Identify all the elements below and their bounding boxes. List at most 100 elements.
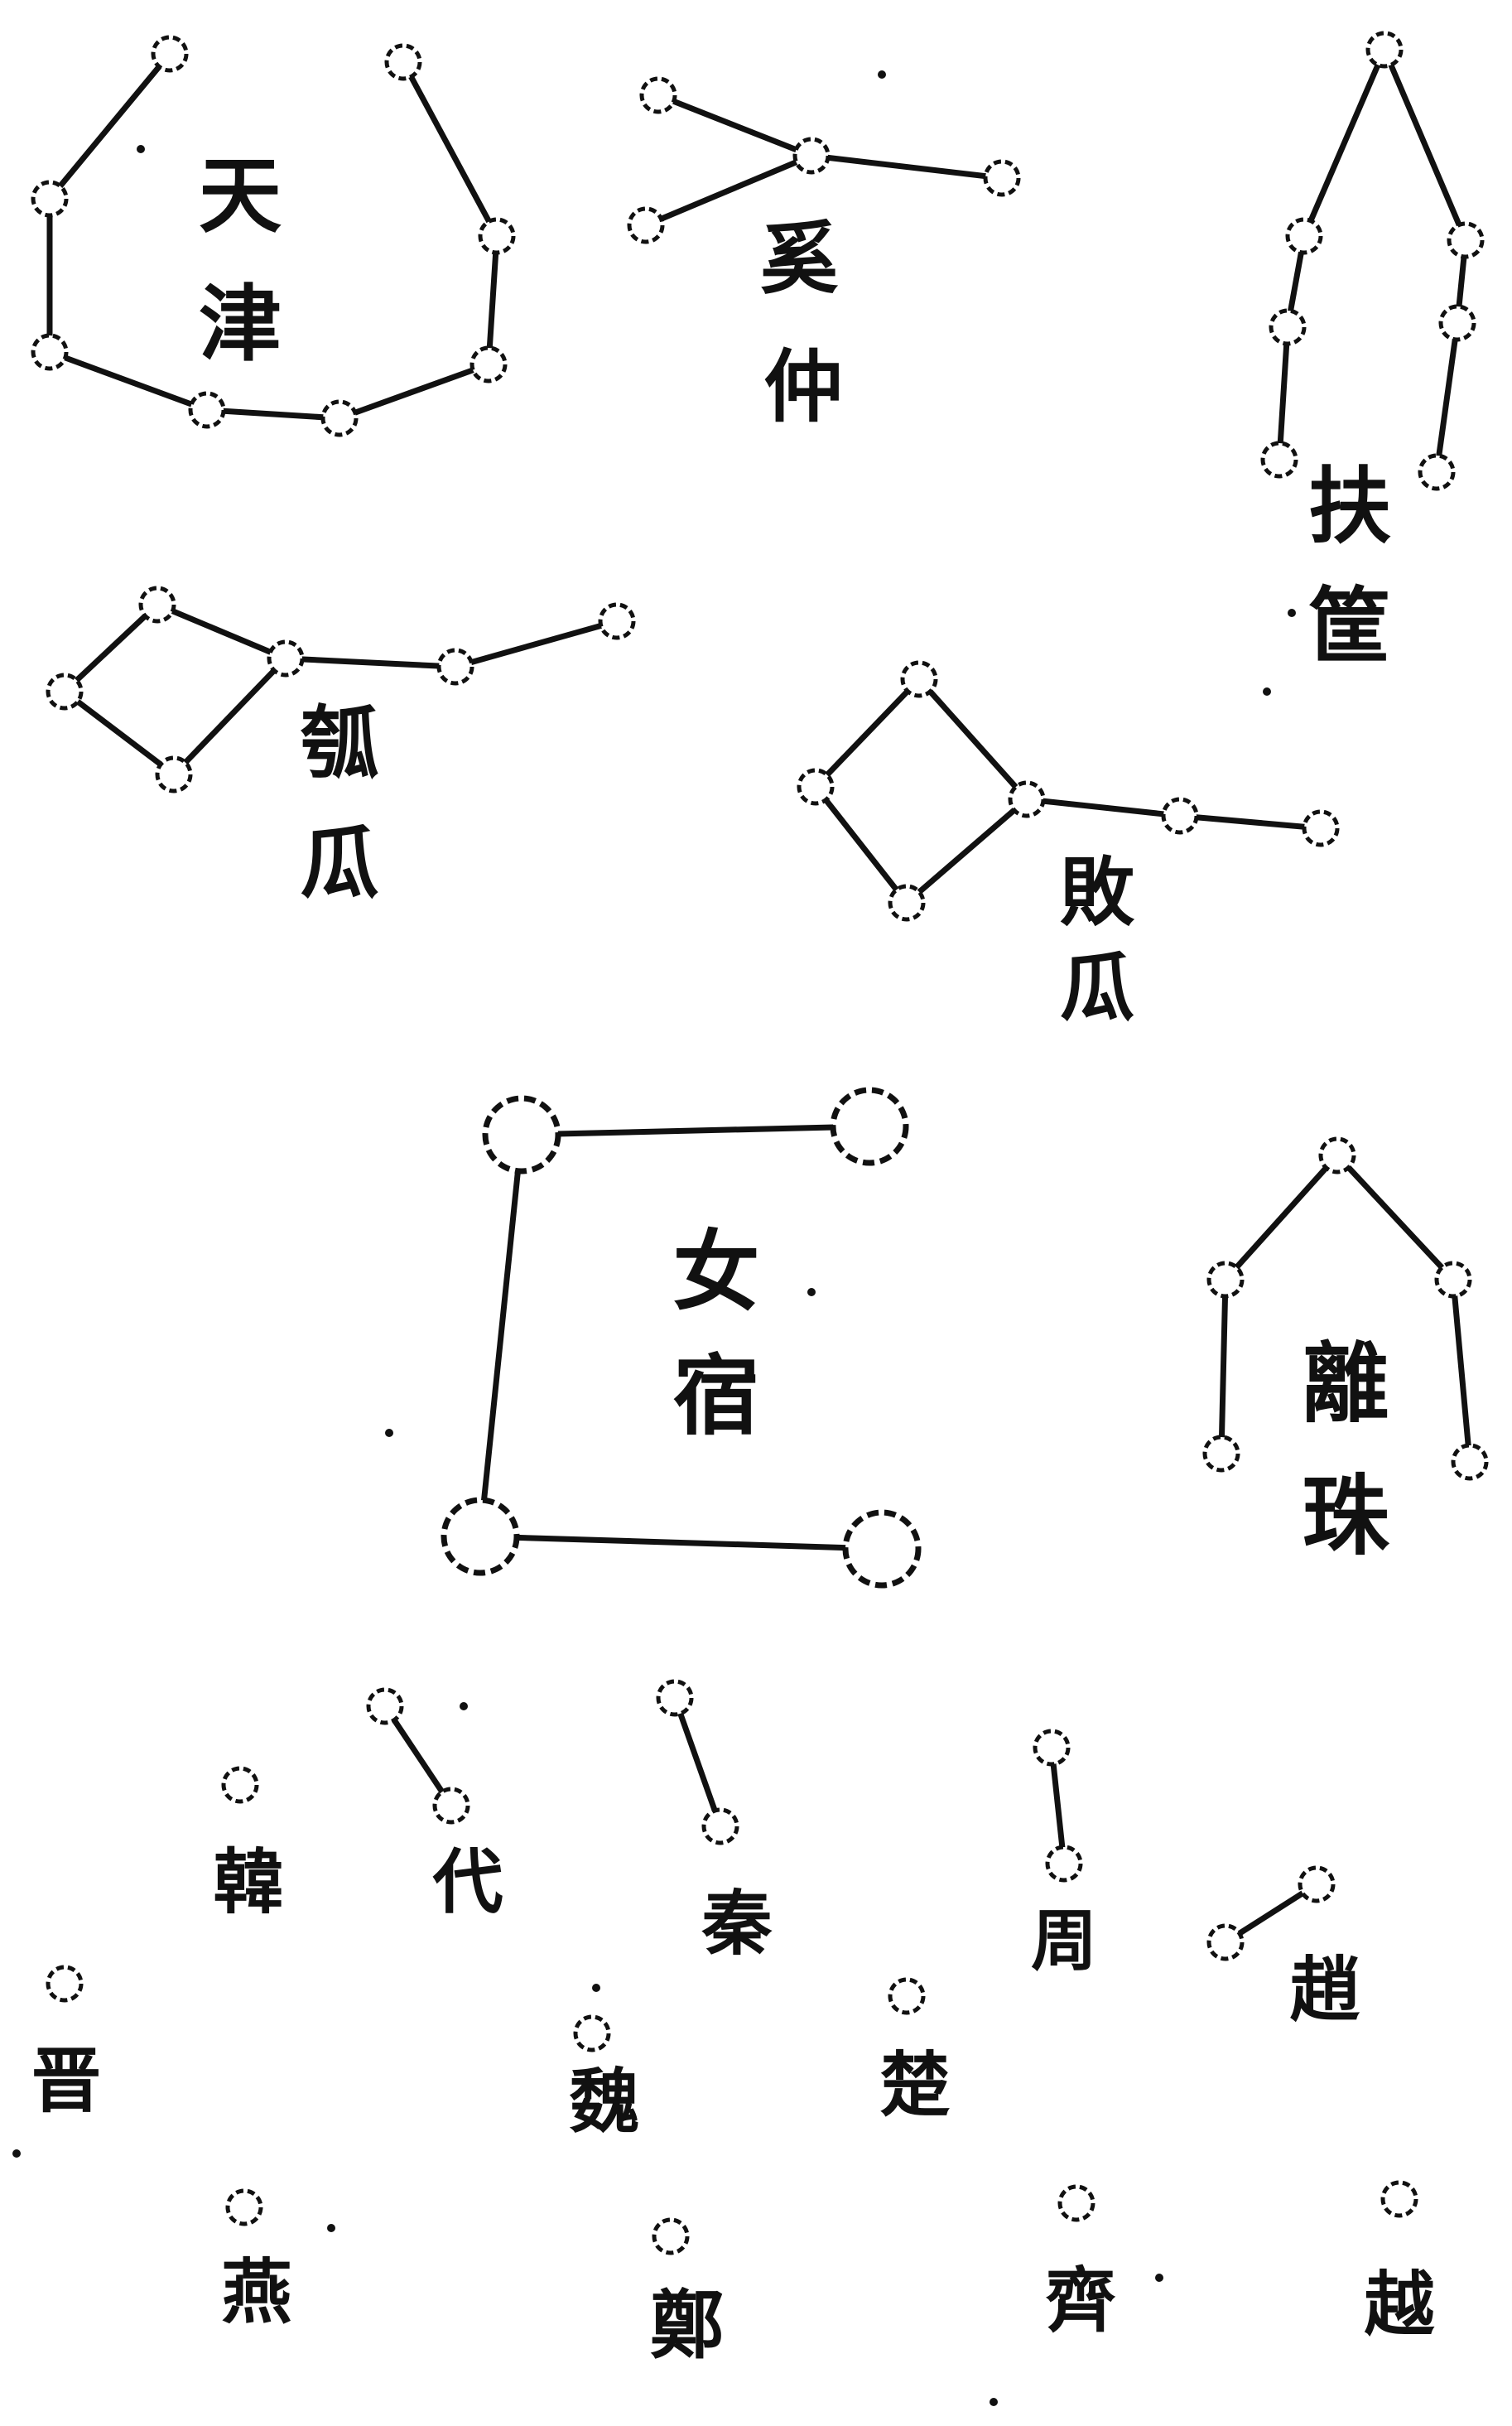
- tianjin-link-4: [204, 407, 343, 422]
- baibai-label-char-0: 敗: [1060, 849, 1135, 937]
- tianjin-star-3: [478, 217, 516, 255]
- zheng-star-0: [652, 2217, 690, 2255]
- constellation-nvsu: 女宿: [441, 1087, 922, 1589]
- constellation-bagua: 瓠瓜: [46, 586, 636, 909]
- baibai-star-2: [888, 884, 926, 922]
- qi-label-char-0: 齊: [1045, 2260, 1115, 2342]
- baibai-star-1: [797, 768, 835, 806]
- fukuang-star-3: [1418, 453, 1456, 491]
- lizhu-star-2: [1451, 1443, 1489, 1481]
- fukuang-link-2: [1433, 320, 1461, 475]
- zhou-star-1: [1045, 1845, 1083, 1883]
- constellation-zhou: 周: [1031, 1729, 1097, 1980]
- lizhu-star-4: [1202, 1435, 1240, 1473]
- tianjin-star-6: [188, 391, 226, 429]
- nvsu-star-2: [842, 1509, 922, 1589]
- baibai-link-5: [1177, 813, 1324, 832]
- constellation-fukuang: 扶筐: [1260, 31, 1485, 675]
- baibai-link-4: [1023, 796, 1183, 819]
- tianjin-star-1: [151, 35, 189, 73]
- zhao-label-char-0: 趙: [1289, 1949, 1360, 2032]
- yan-label-char-0: 燕: [221, 2251, 291, 2334]
- xizhong-star-1: [792, 137, 831, 175]
- zhao-star-1: [1206, 1923, 1245, 1961]
- constellation-tianjin: 天津: [31, 35, 516, 437]
- fukuang-star-1: [1447, 221, 1485, 259]
- fukuang-label-char-0: 扶: [1308, 457, 1391, 555]
- baibai-link-1: [812, 784, 910, 906]
- bagua-star-1: [138, 586, 176, 624]
- yue-star-0: [1380, 2180, 1418, 2218]
- ink-speck-7: [592, 1984, 600, 1992]
- nvsu-star-0: [482, 1095, 561, 1174]
- bagua-link-2: [282, 655, 459, 670]
- baibai-label-char-1: 瓜: [1060, 944, 1134, 1032]
- constellation-lizhu: 離珠: [1202, 1136, 1489, 1567]
- fukuang-link-5: [1276, 324, 1291, 463]
- xizhong-link-2: [643, 152, 815, 229]
- zheng-label-char-0: 鄭: [650, 2282, 725, 2370]
- fukuang-label-char-1: 筐: [1308, 577, 1391, 675]
- ink-speck-1: [878, 70, 886, 79]
- dai-star-1: [432, 1787, 470, 1825]
- baibai-link-3: [916, 676, 1030, 803]
- lizhu-link-2: [1450, 1276, 1473, 1465]
- ink-speck-6: [460, 1702, 468, 1710]
- dai-label-char-0: 代: [431, 1841, 503, 1924]
- chu-star-0: [888, 1977, 926, 2015]
- fukuang-star-2: [1438, 304, 1476, 342]
- constellation-qin: 秦: [656, 1679, 773, 1965]
- fukuang-link-0: [1381, 46, 1469, 244]
- constellation-chu: 楚: [879, 1977, 951, 2127]
- lizhu-star-0: [1318, 1136, 1356, 1174]
- chu-label-char-0: 楚: [879, 2044, 950, 2127]
- ink-speck-3: [1263, 687, 1271, 696]
- dai-star-0: [366, 1687, 404, 1725]
- ink-speck-9: [1155, 2274, 1163, 2282]
- xizhong-star-3: [627, 206, 665, 244]
- qin-star-1: [701, 1807, 739, 1845]
- bagua-star-3: [436, 648, 474, 686]
- han-label-char-0: 韓: [213, 1841, 283, 1924]
- wei-label-char-0: 魏: [569, 2061, 639, 2144]
- zhou-link-0: [1048, 1744, 1067, 1867]
- zhou-label-char-0: 周: [1031, 1902, 1097, 1980]
- fukuang-link-3: [1301, 46, 1388, 239]
- nvsu-link-2: [477, 1533, 885, 1552]
- constellation-zheng: 鄭: [650, 2217, 725, 2370]
- tianjin-link-3: [336, 361, 492, 422]
- constellation-zhao: 趙: [1206, 1865, 1360, 2032]
- bagua-link-4: [61, 688, 177, 778]
- lizhu-link-0: [1334, 1152, 1457, 1283]
- nvsu-star-1: [830, 1087, 909, 1166]
- xizhong-label-char-1: 仲: [763, 341, 842, 433]
- ink-speck-11: [990, 2398, 998, 2406]
- xizhong-label-char-0: 奚: [759, 213, 838, 305]
- tianjin-star-5: [320, 399, 359, 437]
- tianjin-star-0: [31, 180, 69, 218]
- constellation-dai: 代: [366, 1687, 503, 1924]
- qi-star-0: [1057, 2184, 1095, 2222]
- baibai-link-0: [812, 676, 922, 790]
- baibai-star-4: [1161, 797, 1199, 835]
- constellation-xizhong: 奚仲: [627, 76, 1021, 433]
- fukuang-star-0: [1365, 31, 1404, 69]
- tianjin-star-4: [469, 345, 508, 383]
- constellation-yue: 越: [1364, 2180, 1435, 2346]
- tianjin-link-5: [46, 349, 210, 413]
- nvsu-label-char-1: 宿: [672, 1344, 759, 1447]
- ink-speck-5: [385, 1429, 393, 1437]
- lizhu-star-1: [1434, 1261, 1472, 1299]
- lizhu-label-char-0: 離: [1302, 1332, 1389, 1435]
- bagua-link-5: [171, 655, 289, 778]
- constellation-jin: 晋: [31, 1965, 102, 2123]
- qin-star-0: [656, 1679, 694, 1717]
- jin-label-char-0: 晋: [31, 2040, 101, 2123]
- bagua-label-char-1: 瓜: [300, 818, 378, 909]
- ink-speck-10: [327, 2224, 335, 2232]
- zhou-star-0: [1033, 1729, 1071, 1767]
- baibai-star-0: [900, 660, 938, 698]
- constellation-baibai: 敗瓜: [797, 660, 1340, 1032]
- bagua-link-0: [61, 601, 161, 695]
